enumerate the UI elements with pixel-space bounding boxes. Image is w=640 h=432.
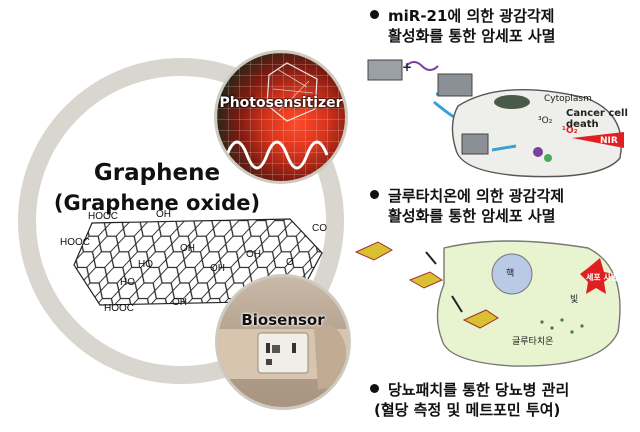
cancer-death-label: Cancer cell death (566, 108, 628, 130)
section-diabetes-heading: 당뇨패치를 통한 당뇨병 관리 (혈당 측정 및 메트포민 투여) (370, 380, 569, 420)
label-oh-top: OH (156, 209, 171, 220)
bullet-icon (370, 384, 379, 393)
label-hooc-left: HOOC (60, 237, 90, 248)
label-oh-d: OH (172, 297, 187, 308)
bullet-icon (370, 10, 379, 19)
label-ho-b: HO (120, 277, 135, 288)
mir21-cell-art (367, 59, 624, 178)
biosensor-art (218, 324, 348, 389)
biosensor-label: Biosensor (241, 311, 325, 329)
plus-label: + (402, 60, 413, 74)
label-co-right: CO (312, 223, 327, 234)
glutathione-cell-label: 글루타치온 (512, 337, 554, 347)
triplet-oxygen-label: ³O₂ (538, 116, 553, 126)
graphene-title: Graphene (Graphene oxide) (52, 158, 262, 218)
photosensitizer-bubble: Photosensitizer (214, 50, 348, 184)
cytoplasm-label: Cytoplasm (544, 94, 592, 104)
graphene-title-line2: (Graphene oxide) (53, 191, 261, 215)
cell-death-label: 세포 사멸 (586, 273, 619, 282)
section-mir21-heading: miR-21에 의한 광감각제 활성화를 통한 암세포 사멸 (370, 6, 555, 46)
section-mir21-line2: 활성화를 통한 암세포 사멸 (388, 27, 556, 45)
photosensitizer-art (227, 62, 329, 170)
label-oh-a: OH (180, 243, 195, 254)
light-label: 빛 (570, 295, 579, 305)
biosensor-bubble: Biosensor (215, 274, 351, 410)
section-glutathione-line1: 글루타치온에 의한 광감각제 (388, 187, 565, 205)
label-oh-c: OH (246, 249, 261, 260)
glutathione-schematic: 핵 글루타치온 세포 사멸 빛 (352, 228, 632, 376)
graphene-title-line1: Graphene (93, 160, 221, 186)
section-diabetes-line1: 당뇨패치를 통한 당뇨병 관리 (388, 381, 570, 399)
section-glutathione-line2: 활성화를 통한 암세포 사멸 (388, 207, 556, 225)
photosensitizer-label: Photosensitizer (219, 95, 343, 111)
photosensitizer-grid (217, 53, 345, 181)
mir21-schematic: Cytoplasm Cancer cell death ³O₂ ¹O₂ NIR … (362, 54, 632, 182)
section-glutathione-heading: 글루타치온에 의한 광감각제 활성화를 통한 암세포 사멸 (370, 186, 564, 226)
section-diabetes-line2: (혈당 측정 및 메트포민 투여) (374, 401, 561, 419)
label-hooc-top: HOOC (88, 211, 118, 222)
glutathione-cell-art (354, 240, 621, 367)
label-ho-a: HO (138, 259, 153, 270)
singlet-oxygen-label: ¹O₂ (562, 126, 578, 136)
label-o-a: O (286, 257, 294, 268)
nir-label: NIR (600, 136, 618, 146)
label-oh-b: OH (210, 263, 225, 274)
label-hooc-bottom: HOOC (104, 303, 134, 313)
section-mir21-line1: miR-21에 의한 광감각제 (388, 7, 555, 25)
nucleus-label: 핵 (506, 269, 515, 279)
bullet-icon (370, 190, 379, 199)
